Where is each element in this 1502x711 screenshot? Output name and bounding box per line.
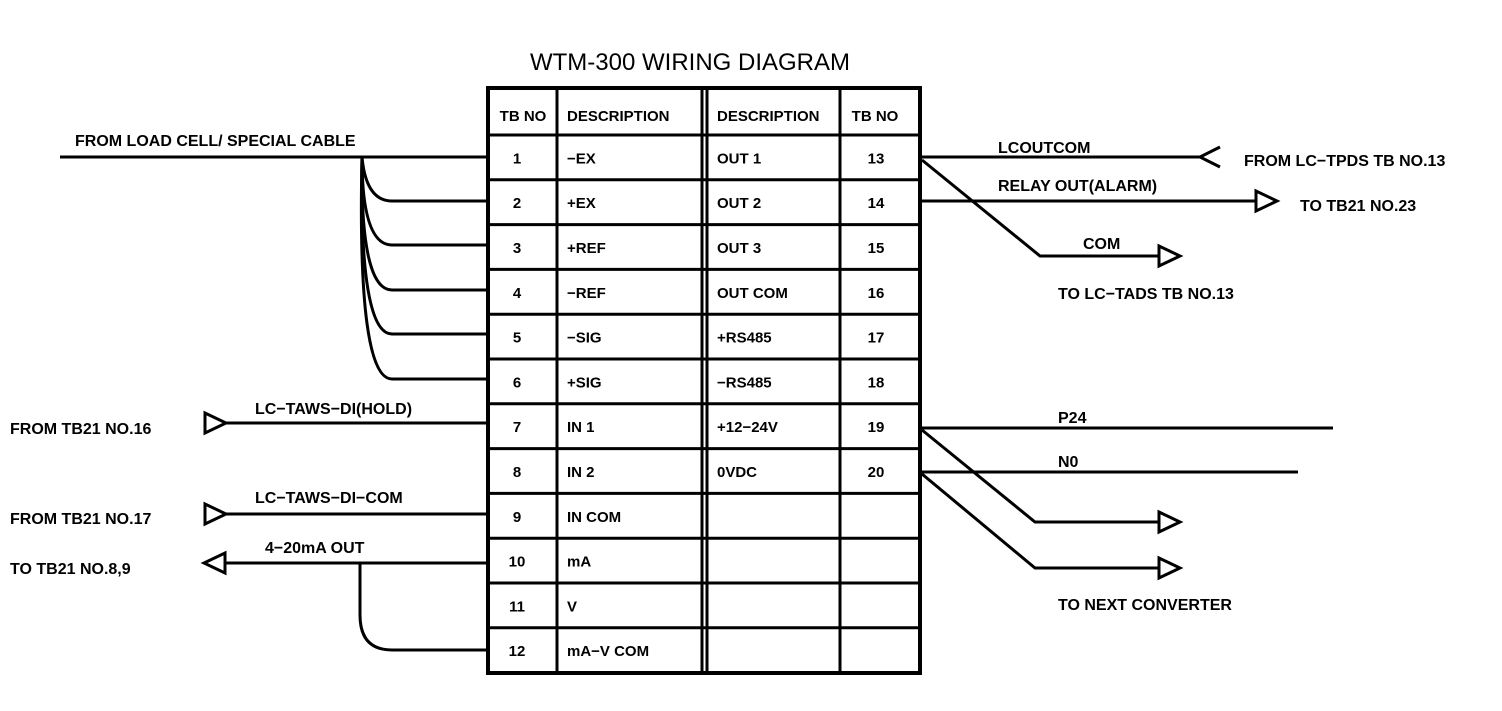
table-row-dividers: [488, 133, 920, 630]
next-converter-arrow-b-icon: [1157, 555, 1184, 581]
next-converter-wire-a: [921, 428, 1159, 524]
cell-left-tb: 4: [513, 285, 522, 302]
table-row: 8 IN 2 0VDC 20: [513, 464, 885, 481]
cell-right-tb: 18: [868, 374, 885, 391]
from-tb21-16-label: FROM TB21 NO.16: [10, 421, 151, 438]
branch-wire-tb2: [360, 156, 488, 203]
to-next-converter-label: TO NEXT CONVERTER: [1058, 597, 1232, 614]
from-lc-tpds-label: FROM LC−TPDS TB NO.13: [1244, 153, 1445, 170]
table-row: 11 V: [509, 598, 577, 615]
cell-left-tb: 7: [513, 419, 521, 436]
cell-right-description: OUT COM: [717, 285, 788, 302]
cell-left-tb: 6: [513, 374, 521, 391]
cell-left-description: IN 1: [567, 419, 595, 436]
header-left-description: DESCRIPTION: [567, 108, 670, 125]
cell-right-description: 0VDC: [717, 464, 757, 481]
table-row: 7 IN 1 +12−24V 19: [513, 419, 885, 436]
cell-left-tb: 3: [513, 240, 521, 257]
cell-right-description: OUT 2: [717, 195, 761, 212]
cell-right-tb: 15: [868, 240, 885, 257]
relay-out-label: RELAY OUT(ALARM): [998, 178, 1157, 195]
cell-left-tb: 12: [509, 643, 526, 660]
branch-wire-tb6: [359, 156, 488, 381]
cell-left-tb: 8: [513, 464, 521, 481]
hold-di-arrow-icon: [203, 410, 230, 436]
cell-left-description: −SIG: [567, 330, 602, 347]
table-row: 1 −EX OUT 1 13: [513, 150, 885, 167]
cell-left-description: mA−V COM: [567, 643, 649, 660]
com-label: COM: [1083, 236, 1120, 253]
n0-label: N0: [1058, 454, 1079, 471]
diagram-title: WTM-300 WIRING DIAGRAM: [530, 49, 850, 76]
cell-right-description: OUT 3: [717, 240, 761, 257]
cell-right-description: +12−24V: [717, 419, 778, 436]
ma-out-arrow-icon: [200, 550, 227, 576]
cell-right-description: OUT 1: [717, 150, 761, 167]
left-wiring: [60, 155, 488, 652]
p24-label: P24: [1058, 410, 1087, 427]
cell-right-tb: 17: [868, 330, 885, 347]
cell-left-description: V: [567, 598, 577, 615]
cell-left-description: +SIG: [567, 374, 602, 391]
cell-right-tb: 19: [868, 419, 885, 436]
next-converter-arrow-a-icon: [1157, 509, 1184, 535]
relay-out-arrow-icon: [1254, 188, 1281, 214]
next-converter-wire-b: [921, 472, 1159, 570]
cell-left-description: IN COM: [567, 509, 621, 526]
lcoutcom-label: LCOUTCOM: [998, 140, 1090, 157]
di-com-wire-label: LC−TAWS−DI−COM: [255, 490, 403, 507]
cell-left-tb: 1: [513, 150, 521, 167]
cell-right-tb: 14: [868, 195, 885, 212]
cell-right-description: −RS485: [717, 374, 772, 391]
cell-left-description: −EX: [567, 150, 596, 167]
header-left-tb: TB NO: [500, 108, 547, 125]
lcoutcom-arrow-icon: [1196, 145, 1221, 169]
table-rows: 1 −EX OUT 1 13 2 +EX OUT 2 14 3 +REF OUT 3 15 4 −REF O…: [509, 150, 885, 660]
cell-left-description: +EX: [567, 195, 596, 212]
table-row: 5 −SIG +RS485 17: [513, 330, 885, 347]
table-row: 9 IN COM: [513, 509, 621, 526]
ma-com-branch-wire: [358, 563, 488, 652]
di-com-arrow-icon: [203, 501, 230, 527]
to-lc-tads-label: TO LC−TADS TB NO.13: [1058, 286, 1234, 303]
cell-left-description: mA: [567, 554, 591, 571]
terminal-table: [486, 86, 922, 675]
cell-left-description: +REF: [567, 240, 606, 257]
header-right-description: DESCRIPTION: [717, 108, 820, 125]
cell-left-tb: 5: [513, 330, 521, 347]
cell-right-tb: 13: [868, 150, 885, 167]
cell-left-description: −REF: [567, 285, 606, 302]
table-row: 3 +REF OUT 3 15: [513, 240, 885, 257]
cell-left-tb: 10: [509, 554, 526, 571]
cell-left-tb: 9: [513, 509, 521, 526]
right-wiring: [920, 145, 1333, 581]
com-branch-wire: [921, 158, 1159, 258]
header-right-tb: TB NO: [852, 108, 899, 125]
cell-right-description: +RS485: [717, 330, 772, 347]
table-row: 2 +EX OUT 2 14: [513, 195, 885, 212]
table-row: 6 +SIG −RS485 18: [513, 374, 885, 391]
to-tb21-23-label: TO TB21 NO.23: [1300, 198, 1416, 215]
hold-wire-label: LC−TAWS−DI(HOLD): [255, 401, 412, 418]
cell-right-tb: 20: [868, 464, 885, 481]
table-row: 12 mA−V COM: [509, 643, 649, 660]
table-row: 4 −REF OUT COM 16: [513, 285, 885, 302]
load-cell-label: FROM LOAD CELL/ SPECIAL CABLE: [75, 133, 356, 150]
to-tb21-89-label: TO TB21 NO.8,9: [10, 561, 131, 578]
com-arrow-icon: [1157, 243, 1184, 269]
cell-left-tb: 2: [513, 195, 521, 212]
from-tb21-17-label: FROM TB21 NO.17: [10, 511, 151, 528]
cell-right-tb: 16: [868, 285, 885, 302]
branch-wire-tb4: [360, 156, 488, 292]
table-outer-border: [486, 86, 922, 675]
cell-left-tb: 11: [509, 598, 525, 615]
ma-out-wire-label: 4−20mA OUT: [265, 540, 365, 557]
table-row: 10 mA: [509, 554, 592, 571]
cell-left-description: IN 2: [567, 464, 595, 481]
